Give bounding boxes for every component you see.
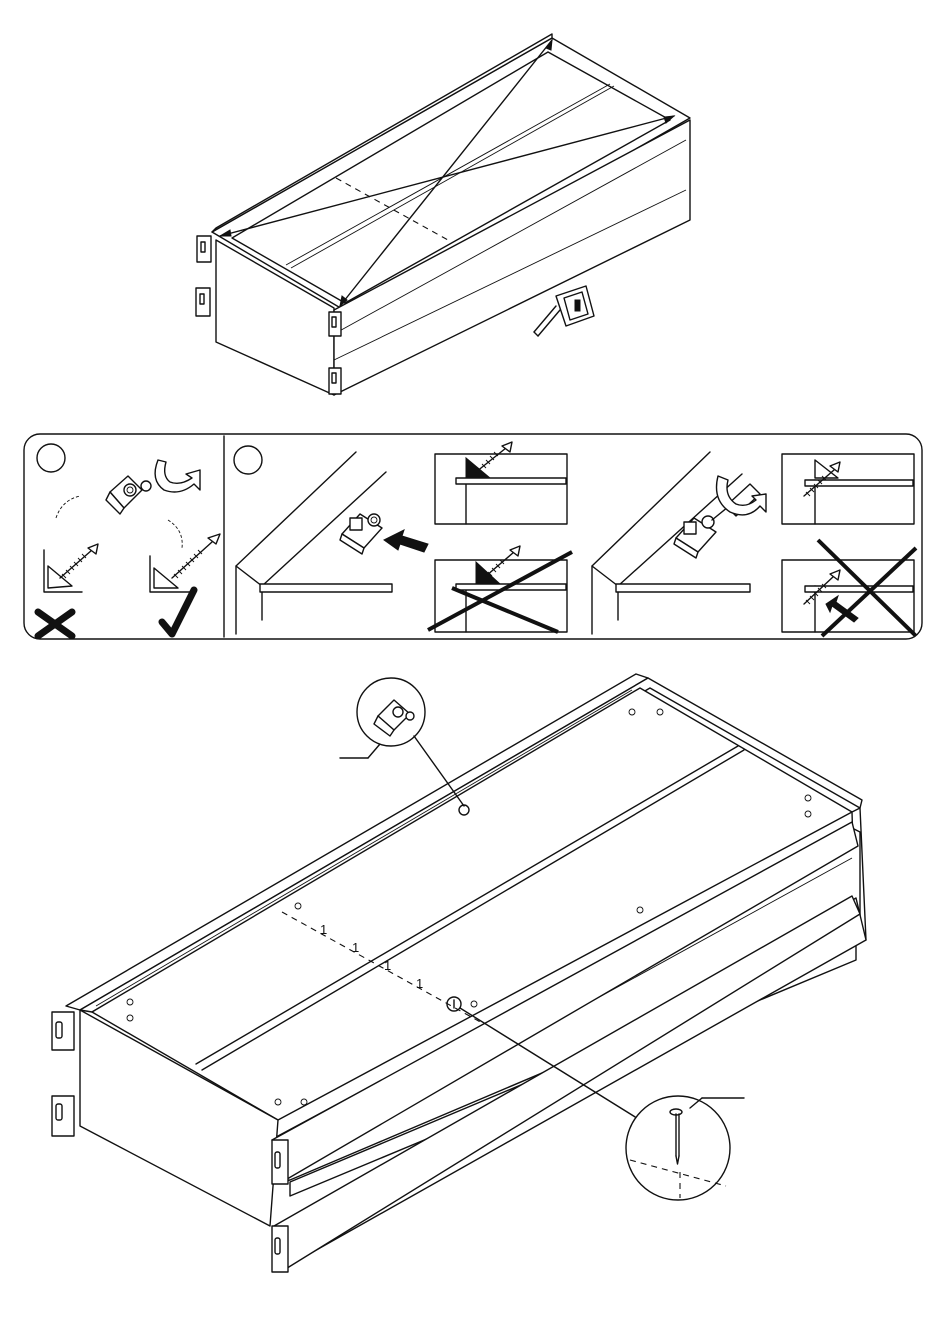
wrong-screw-example (44, 544, 98, 592)
corner-block-icon (340, 514, 382, 554)
nail-mark: 1 (320, 922, 327, 937)
corner-block-icon (674, 516, 716, 558)
corner-block-icon (106, 476, 151, 514)
screw-icon (486, 546, 520, 576)
wrong-gap-inset (428, 546, 572, 632)
bottom-drawer-figure: 1 1 1 1 (52, 674, 866, 1272)
cross-icon (38, 612, 72, 636)
nail-mark: 1 (416, 976, 423, 991)
screw-icon (172, 534, 220, 578)
correct-screw-example (150, 534, 220, 592)
panel-section-a (37, 444, 220, 636)
correct-flush-inset (782, 454, 914, 524)
instruction-panel (24, 434, 922, 639)
rotate-arrow-icon (155, 460, 200, 492)
correct-flush-inset (435, 442, 567, 524)
nail-mark: 1 (384, 958, 391, 973)
panel-section-c (592, 452, 916, 636)
panel-section-b (234, 442, 572, 634)
tape-measure-icon (534, 286, 594, 336)
screw-icon (60, 544, 98, 578)
top-drawer-figure (196, 34, 690, 395)
wrong-gap-inset (782, 540, 916, 636)
check-icon (162, 590, 194, 634)
arrow-icon (384, 530, 428, 552)
nail-mark: 1 (352, 940, 359, 955)
screw-icon (476, 442, 512, 472)
